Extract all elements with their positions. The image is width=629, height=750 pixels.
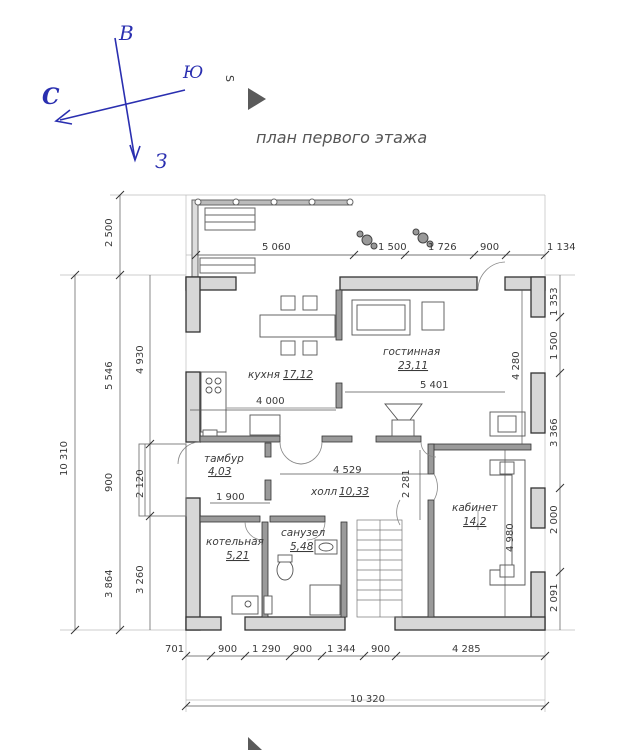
compass-rose — [54, 37, 186, 163]
exterior-walls — [185, 276, 546, 631]
dim-in-4280: 4 280 — [511, 351, 522, 380]
compass-south-label: З — [155, 149, 167, 173]
compass-north-label: В — [118, 21, 134, 45]
dim-right-2091: 2 091 — [549, 583, 560, 612]
compass-west-label: С — [42, 84, 60, 110]
dim-top-1500: 1 500 — [378, 242, 407, 253]
dim-bot-10320: 10 320 — [350, 694, 385, 705]
entrance-porch — [138, 443, 187, 517]
dim-top-1134: 1 134 — [547, 242, 576, 253]
living-furniture — [351, 299, 526, 437]
kitchen-furniture — [200, 295, 336, 437]
dim-right-2000: 2 000 — [549, 505, 560, 534]
terrace — [191, 198, 354, 278]
dim-top-1726: 1 726 — [428, 242, 457, 253]
dim-in-4000: 4 000 — [256, 396, 285, 407]
direction-arrow-bottom-icon — [248, 737, 262, 750]
compass-s-mark: S — [223, 75, 236, 82]
plant-icons — [356, 228, 434, 250]
staircase — [356, 519, 403, 618]
dim-left-2120: 2 120 — [135, 469, 146, 498]
dim-right-1353: 1 353 — [549, 287, 560, 316]
dim-left-900: 900 — [104, 473, 115, 492]
dim-right-3366: 3 366 — [549, 418, 560, 447]
room-hall-name: холл — [310, 486, 337, 498]
extension-lines — [60, 194, 575, 712]
dim-top-900: 900 — [480, 242, 499, 253]
dim-in-5401: 5 401 — [420, 380, 449, 391]
room-bath-area: 5,48 — [290, 541, 314, 553]
dim-bot-1344: 1 344 — [327, 644, 356, 655]
compass-east-label: Ю — [182, 63, 203, 83]
dim-in-4529: 4 529 — [333, 465, 362, 476]
room-vestibule-name: тамбур — [204, 453, 244, 465]
dim-left-4930: 4 930 — [135, 345, 146, 374]
dim-right-1500: 1 500 — [549, 331, 560, 360]
study-furniture — [477, 459, 526, 586]
room-study-area: 14,2 — [463, 516, 487, 528]
dim-in-4980: 4 980 — [505, 523, 516, 552]
room-study-name: кабинет — [452, 502, 498, 514]
dim-bot-900b: 900 — [293, 644, 312, 655]
door-swings — [177, 261, 506, 541]
dim-in-1900: 1 900 — [216, 492, 245, 503]
direction-arrow-icon — [248, 88, 266, 110]
dim-in-2281: 2 281 — [401, 469, 412, 498]
dim-left-3260: 3 260 — [135, 565, 146, 594]
dim-bot-900c: 900 — [371, 644, 390, 655]
room-kitchen-name: кухня — [248, 369, 280, 381]
room-living-area: 23,11 — [398, 360, 428, 372]
room-bath-name: санузел — [281, 527, 325, 539]
dim-bot-1290: 1 290 — [252, 644, 281, 655]
room-boiler-area: 5,21 — [226, 550, 249, 562]
dim-left-10310: 10 310 — [59, 441, 70, 476]
plan-title: план первого этажа — [256, 128, 427, 147]
room-hall-area: 10,33 — [339, 486, 369, 498]
dim-bot-701: 701 — [165, 644, 184, 655]
dim-bot-900a: 900 — [218, 644, 237, 655]
room-living-name: гостинная — [383, 346, 440, 358]
room-vestibule-area: 4,03 — [208, 466, 231, 478]
dim-left-5546: 5 546 — [104, 361, 115, 390]
dimension-lines — [74, 195, 561, 707]
dimension-ticks — [70, 190, 565, 711]
room-boiler-name: котельная — [206, 536, 264, 548]
dim-left-3864: 3 864 — [104, 569, 115, 598]
dim-top-5060: 5 060 — [262, 242, 291, 253]
dim-bot-4285: 4 285 — [452, 644, 481, 655]
room-kitchen-area: 17,12 — [283, 369, 313, 381]
fixtures — [231, 539, 341, 616]
interior-partitions — [199, 289, 532, 618]
dim-left-2500: 2 500 — [104, 218, 115, 247]
